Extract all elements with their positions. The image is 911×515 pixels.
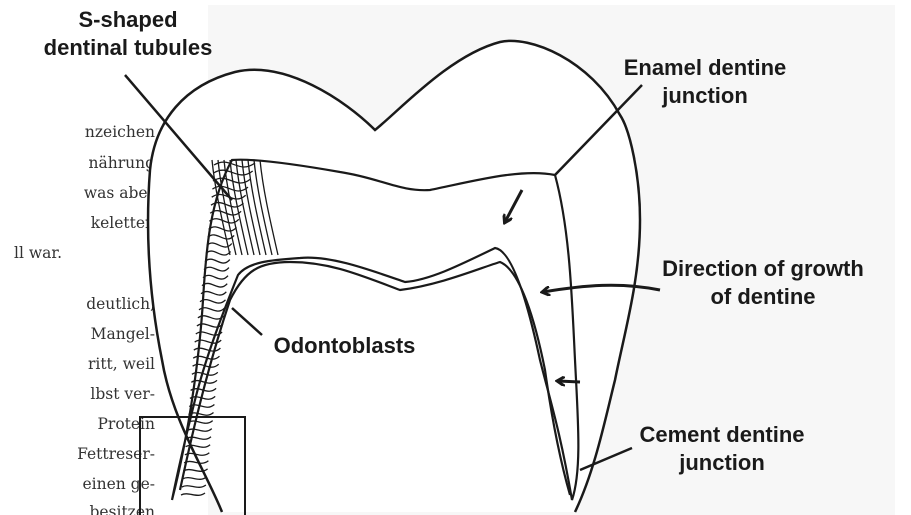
label-enamel-dentine-junction: Enamel dentine junction	[590, 54, 820, 110]
label-direction-of-growth: Direction of growth of dentine	[634, 255, 892, 311]
label-line: S-shaped	[18, 6, 238, 34]
label-line: Direction of growth	[634, 255, 892, 283]
label-line: dentinal tubules	[18, 34, 238, 62]
label-s-shaped-tubules: S-shaped dentinal tubules	[18, 6, 238, 62]
label-cement-dentine-junction: Cement dentine junction	[606, 421, 838, 477]
label-line: Enamel dentine	[590, 54, 820, 82]
label-odontoblasts: Odontoblasts	[262, 332, 427, 360]
label-line: junction	[606, 449, 838, 477]
label-line: Cement dentine	[606, 421, 838, 449]
label-line: of dentine	[634, 283, 892, 311]
tubule-line	[181, 493, 205, 495]
label-line: junction	[590, 82, 820, 110]
tubule-line	[183, 477, 207, 479]
growth-arrow-lower	[558, 381, 580, 382]
tubule-line	[182, 485, 206, 487]
